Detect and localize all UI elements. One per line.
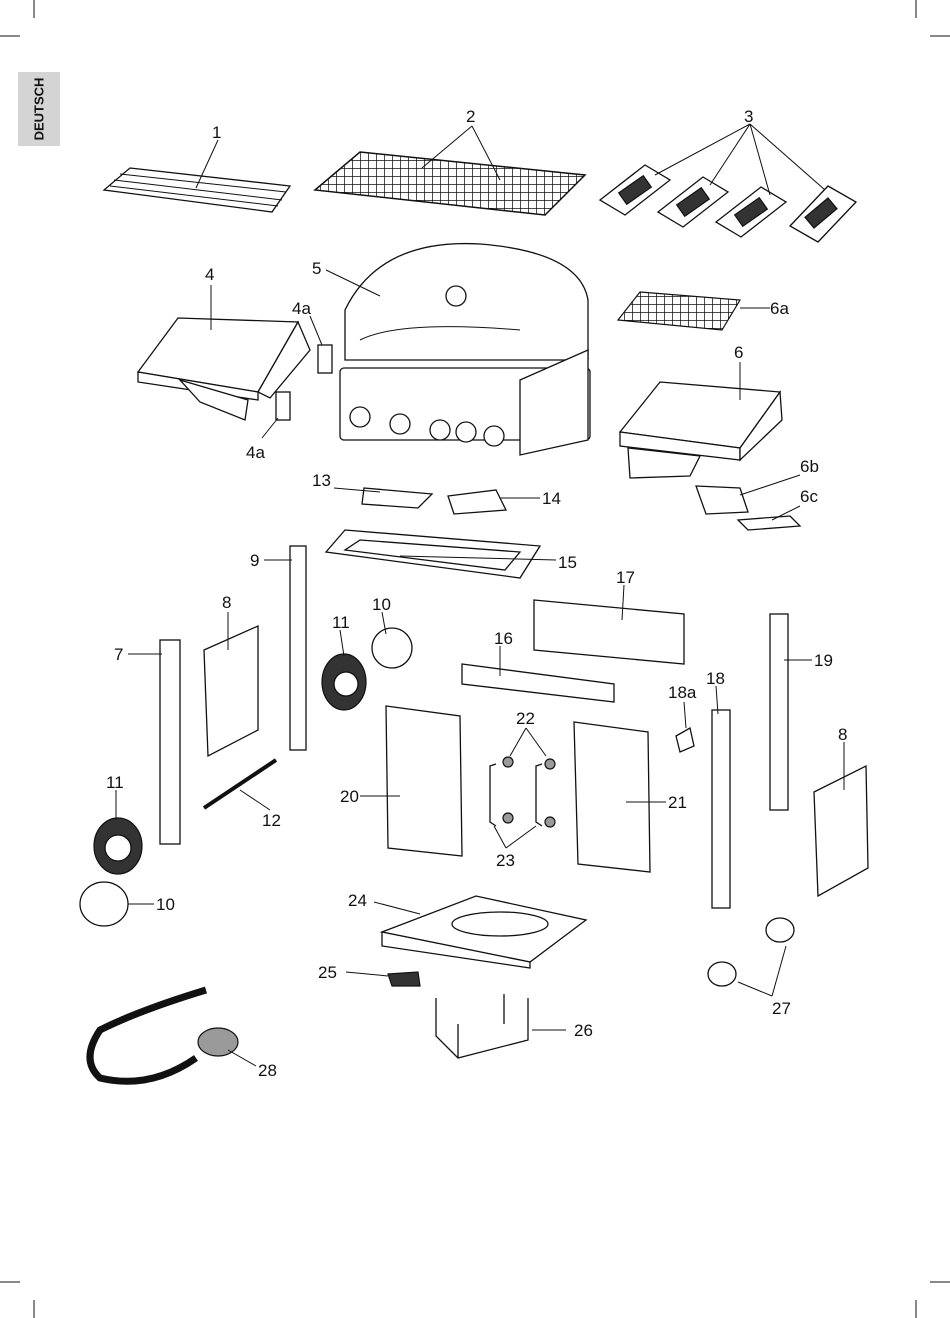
label-6: 6	[734, 343, 743, 362]
label-22: 22	[516, 709, 535, 728]
label-10-mid: 10	[372, 595, 391, 614]
part-24-bottom-shelf	[374, 896, 586, 968]
part-20-door	[360, 706, 462, 856]
label-16: 16	[494, 629, 513, 648]
label-13: 13	[312, 471, 331, 490]
part-6-side-burner	[620, 362, 782, 478]
part-1-warming-rack	[104, 140, 290, 212]
label-14: 14	[542, 489, 561, 508]
label-2: 2	[466, 107, 475, 126]
label-9: 9	[250, 551, 259, 570]
part-13-14	[334, 488, 540, 514]
part-17-panel	[534, 585, 684, 664]
label-18: 18	[706, 669, 725, 688]
label-4: 4	[205, 265, 214, 284]
part-10-11-left	[80, 790, 154, 926]
label-24: 24	[348, 891, 367, 910]
label-26: 26	[574, 1021, 593, 1040]
label-15: 15	[558, 553, 577, 572]
label-20: 20	[340, 787, 359, 806]
label-5: 5	[312, 259, 321, 278]
label-10-left: 10	[156, 895, 175, 914]
label-12: 12	[262, 811, 281, 830]
part-19-leg	[770, 614, 812, 810]
part-21-door	[574, 722, 666, 872]
part-2-cooking-grates	[315, 126, 585, 215]
label-8-right: 8	[838, 725, 847, 744]
label-17: 17	[616, 568, 635, 587]
part-3-flame-tamers	[600, 124, 856, 242]
label-21: 21	[668, 793, 687, 812]
label-28: 28	[258, 1061, 277, 1080]
part-6b-6c-accessories	[696, 475, 800, 530]
label-27: 27	[772, 999, 791, 1018]
part-7-leg	[128, 640, 180, 844]
label-4a-bottom: 4a	[246, 443, 265, 462]
label-19: 19	[814, 651, 833, 670]
label-4a-top: 4a	[292, 299, 311, 318]
part-12-axle	[204, 760, 276, 810]
label-18a: 18a	[668, 683, 697, 702]
label-6c: 6c	[800, 487, 818, 506]
part-5-grill-body	[326, 244, 590, 455]
label-8-left: 8	[222, 593, 231, 612]
part-8-panel-left	[204, 612, 258, 756]
part-22-23-handles	[490, 728, 555, 848]
label-11-left: 11	[106, 773, 124, 792]
part-27-casters	[708, 918, 794, 996]
label-11-mid: 11	[332, 613, 350, 632]
label-23: 23	[496, 851, 515, 870]
label-7: 7	[114, 645, 123, 664]
label-6b: 6b	[800, 457, 819, 476]
part-28-hose	[90, 990, 256, 1081]
label-6a: 6a	[770, 299, 789, 318]
part-26-tank-stand	[436, 994, 566, 1058]
part-8-panel-right	[814, 742, 868, 896]
label-1: 1	[212, 123, 221, 142]
label-3: 3	[744, 107, 753, 126]
label-25: 25	[318, 963, 337, 982]
part-25-clip	[346, 972, 420, 986]
part-15-grease-tray	[326, 530, 556, 578]
part-6a-grate	[618, 292, 770, 330]
part-9-leg	[264, 546, 306, 750]
